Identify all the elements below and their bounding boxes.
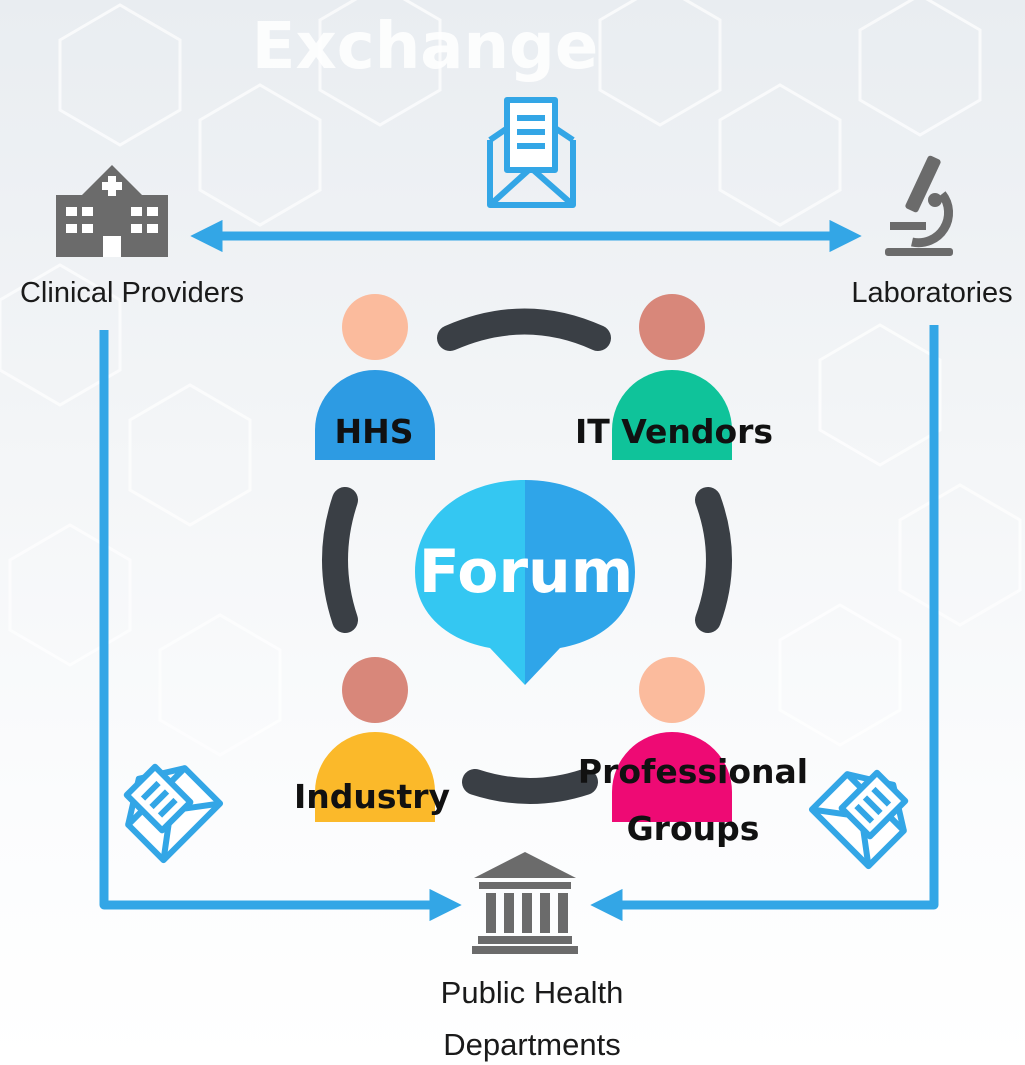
envelope-icon-right bbox=[808, 769, 909, 870]
laboratories-label: Laboratories bbox=[851, 277, 1012, 309]
connection-arrows bbox=[99, 219, 939, 922]
hhs-person-icon bbox=[315, 294, 435, 460]
arrow-clinical-to-public-health bbox=[99, 330, 462, 922]
it-vendors-label: IT Vendors bbox=[575, 412, 773, 451]
government-building-icon bbox=[472, 852, 578, 954]
arrow-labs-to-public-health bbox=[590, 325, 939, 922]
diagram-title: Exchange bbox=[252, 10, 598, 84]
professional-groups-label-line2: Groups bbox=[627, 809, 760, 848]
hhs-label: HHS bbox=[334, 412, 413, 451]
open-envelope-icon bbox=[487, 97, 576, 208]
industry-person-icon bbox=[315, 657, 435, 822]
microscope-icon bbox=[885, 155, 954, 256]
public-health-label-line2: Departments bbox=[443, 1027, 620, 1062]
professional-groups-person-icon bbox=[612, 657, 732, 822]
forum-label: Forum bbox=[419, 537, 634, 607]
forum-ring bbox=[322, 308, 732, 804]
envelope-icon-left bbox=[123, 763, 224, 864]
professional-groups-label-line1: Professional bbox=[578, 752, 808, 791]
industry-label: Industry bbox=[294, 777, 450, 816]
hexagon-background-pattern bbox=[0, 0, 1020, 755]
hospital-icon bbox=[56, 165, 168, 257]
public-health-label-line1: Public Health bbox=[441, 975, 624, 1010]
clinical-providers-label: Clinical Providers bbox=[20, 277, 244, 309]
forum-bubble bbox=[415, 480, 635, 685]
it-vendors-person-icon bbox=[612, 294, 732, 460]
